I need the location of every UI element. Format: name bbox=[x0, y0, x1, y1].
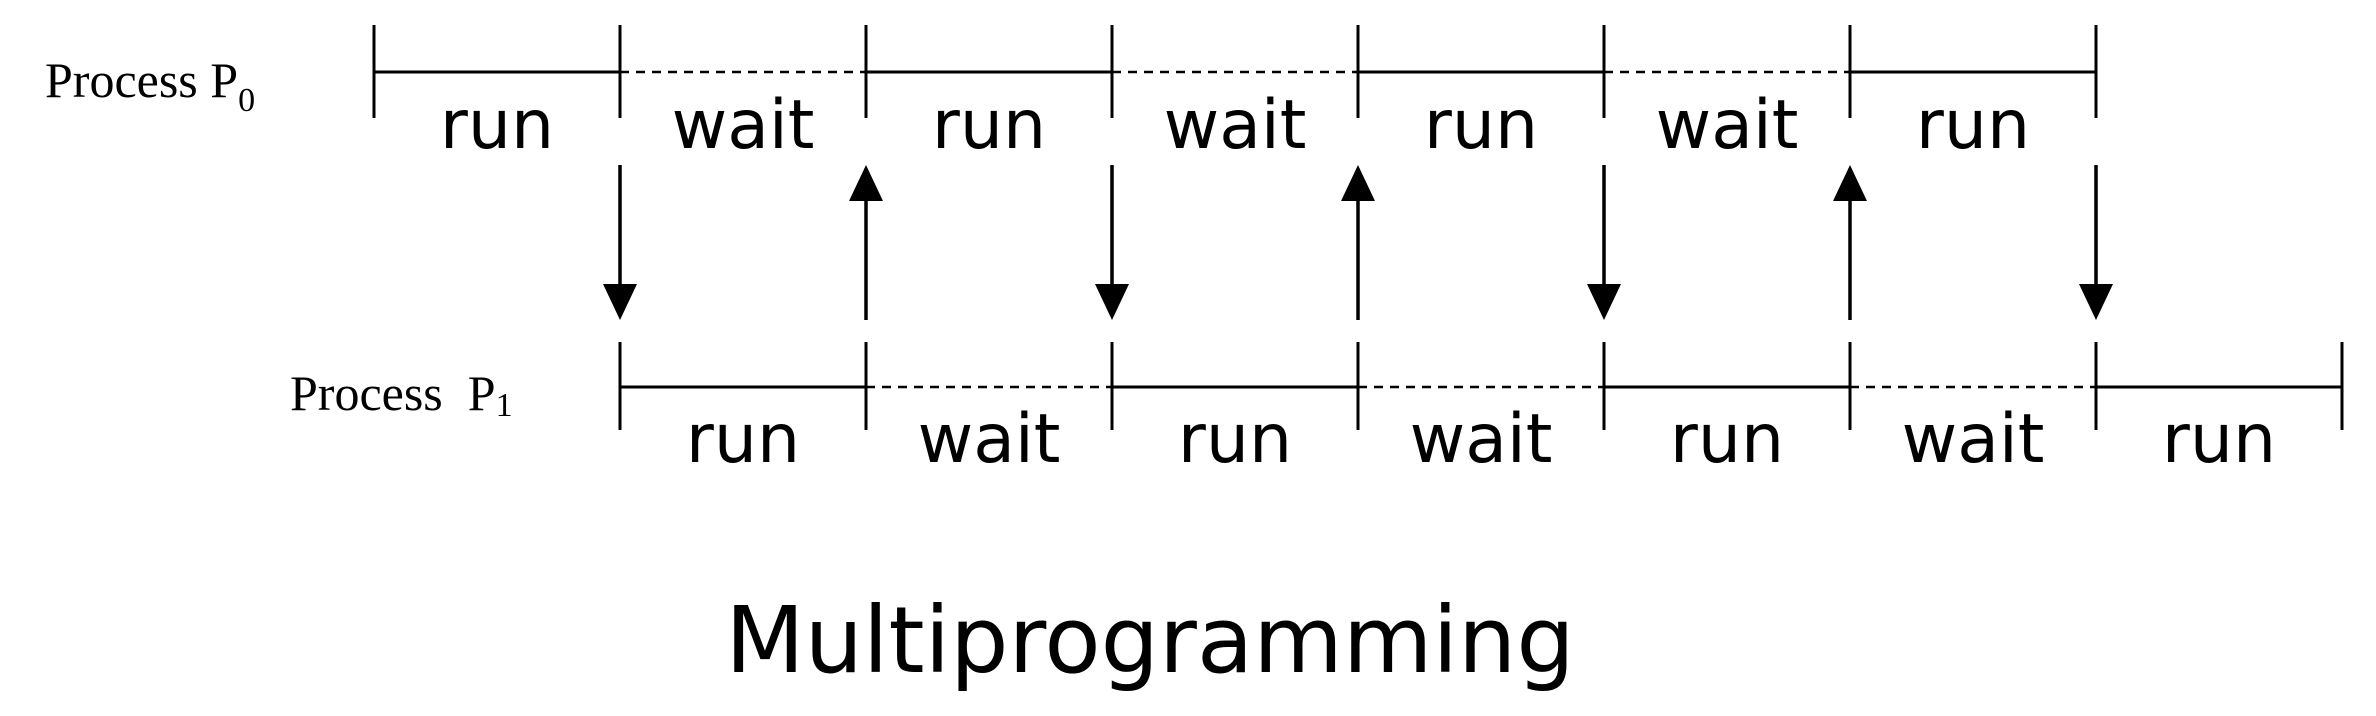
p0-run-label-0: run bbox=[440, 86, 554, 165]
process-p0-timeline: run wait run wait run wait run bbox=[372, 25, 2098, 165]
process-p1-label-subscript: 1 bbox=[496, 387, 513, 424]
p1-wait-label-5: wait bbox=[1902, 400, 2045, 479]
p1-wait-label-1: wait bbox=[918, 400, 1061, 479]
p0-run-label-4: run bbox=[1424, 86, 1538, 165]
p1-wait-label-3: wait bbox=[1410, 400, 1553, 479]
process-p0-label-main: Process P bbox=[45, 52, 238, 108]
p1-run-label-4: run bbox=[1670, 400, 1784, 479]
arrow-up-icon-5 bbox=[1833, 165, 1867, 201]
p0-wait-label-5: wait bbox=[1656, 86, 1799, 165]
arrow-down-icon-6 bbox=[2079, 284, 2113, 320]
arrow-up-icon-1 bbox=[849, 165, 883, 201]
context-switch-arrows bbox=[603, 165, 2113, 320]
p0-run-label-6: run bbox=[1916, 86, 2030, 165]
arrow-up-icon-3 bbox=[1341, 165, 1375, 201]
p0-run-label-2: run bbox=[932, 86, 1046, 165]
p1-run-label-2: run bbox=[1178, 400, 1292, 479]
process-p1-timeline: run wait run wait run wait run bbox=[618, 342, 2344, 479]
process-p0-label: Process P0 bbox=[45, 52, 255, 119]
process-p1-label-main: Process P bbox=[290, 365, 496, 421]
process-p1-label: Process P1 bbox=[290, 365, 513, 424]
p1-run-label-0: run bbox=[686, 400, 800, 479]
p0-wait-label-3: wait bbox=[1164, 86, 1307, 165]
process-p0-label-subscript: 0 bbox=[238, 82, 255, 119]
arrow-down-icon-4 bbox=[1587, 284, 1621, 320]
p0-wait-label-1: wait bbox=[672, 86, 815, 165]
p1-run-label-6: run bbox=[2162, 400, 2276, 479]
arrow-down-icon-0 bbox=[603, 284, 637, 320]
diagram-title: Multiprogramming bbox=[725, 587, 1574, 694]
arrow-down-icon-2 bbox=[1095, 284, 1129, 320]
